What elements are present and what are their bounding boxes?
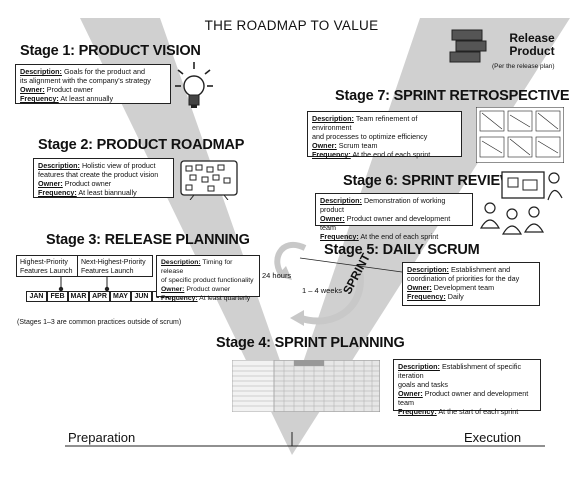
stage2-box: Description: Holistic view of product fe… [33, 158, 174, 198]
scrum-note: (Stages 1–3 are common practices outside… [17, 319, 182, 326]
stage6-freq: At the end of each sprint [360, 232, 439, 241]
stage5-desc-line2: coordination of priorities for the day [407, 274, 520, 283]
stage5-freq: Daily [447, 292, 464, 301]
stage1-owner: Product owner [46, 85, 94, 94]
stage4-heading: Stage 4: SPRINT PLANNING [216, 335, 405, 351]
stage4-owner: Product owner and development team [398, 389, 529, 407]
release-title-line2: Product [509, 44, 555, 58]
stage2-freq: At least biannually [78, 188, 137, 197]
stage7-heading: Stage 7: SPRINT RETROSPECTIVE [335, 88, 570, 104]
stage3-heading: Stage 3: RELEASE PLANNING [46, 232, 250, 248]
stage1-freq: At least annually [60, 94, 114, 103]
stage3-freq-label: Frequency: [161, 295, 198, 302]
stage7-freq: At the end of each sprint [352, 150, 431, 159]
stage4-owner-label: Owner: [398, 389, 423, 398]
stage7-freq-label: Frequency: [312, 150, 351, 159]
release-product-title: Release Product [500, 32, 564, 58]
stage2-freq-label: Frequency: [38, 188, 77, 197]
stage7-desc-line2: and processes to optimize efficiency [312, 132, 428, 141]
feature2-box: Next-Highest-Priority Features Launch [77, 255, 153, 277]
stage3-desc-line2: of specific product functionality [161, 277, 254, 284]
stage2-desc-line1: Holistic view of product [81, 161, 156, 170]
month-jun: JUN [131, 291, 152, 302]
stage5-owner: Development team [433, 283, 495, 292]
stage7-desc-line1: Team refinement of environment [312, 114, 418, 132]
feature2-line1: Next-Highest-Priority [81, 259, 146, 266]
stage1-freq-label: Frequency: [20, 94, 59, 103]
stage4-desc-line1: Establishment of specific iteration [398, 362, 522, 380]
stage5-desc-line1: Establishment and [450, 265, 511, 274]
stage6-desc-label: Description: [320, 196, 362, 205]
stage1-desc-line2: its alignment with the company's strateg… [20, 76, 151, 85]
month-apr: APR [89, 291, 110, 302]
stage3-desc-label: Description: [161, 259, 201, 266]
burndown-charts-icon [476, 107, 564, 163]
stage3-owner: Product owner [186, 286, 231, 293]
release-markers [58, 277, 110, 292]
stage5-owner-label: Owner: [407, 283, 432, 292]
stage4-freq: At the start of each sprint [438, 407, 519, 416]
stage4-box: Description: Establishment of specific i… [393, 359, 541, 416]
stage3-desc-line1: Timing for release [161, 259, 233, 275]
stage7-owner-label: Owner: [312, 141, 337, 150]
stage6-owner-label: Owner: [320, 214, 345, 223]
month-may: MAY [110, 291, 131, 302]
stage6-box: Description: Demonstration of working pr… [315, 193, 473, 241]
stage2-owner: Product owner [64, 179, 112, 188]
stage6-freq-label: Frequency: [320, 232, 359, 241]
month-jan: JAN [26, 291, 47, 302]
release-title-line1: Release [509, 31, 555, 45]
stage6-desc-line1: Demonstration of working product [320, 196, 446, 214]
feature1-box: Highest-Priority Features Launch [16, 255, 89, 277]
stage3-owner-label: Owner: [161, 286, 185, 293]
stage1-box: Description: Goals for the product and i… [15, 64, 171, 104]
feature1-line2: Features Launch [20, 268, 73, 275]
feature1-line1: Highest-Priority [20, 259, 68, 266]
stage6-owner: Product owner and development team [320, 214, 451, 232]
lightbulb-icon [175, 62, 213, 108]
release-product-icon [449, 29, 487, 63]
stage2-owner-label: Owner: [38, 179, 63, 188]
stage4-freq-label: Frequency: [398, 407, 437, 416]
axis-preparation: Preparation [68, 430, 136, 445]
stage4-desc-label: Description: [398, 362, 440, 371]
axis-execution: Execution [464, 430, 522, 445]
presentation-team-icon [479, 171, 563, 235]
stage3-freq: At least quarterly [199, 295, 251, 302]
stage1-heading: Stage 1: PRODUCT VISION [20, 43, 201, 59]
stage7-box: Description: Team refinement of environm… [307, 111, 462, 159]
release-note: (Per the release plan) [492, 63, 555, 70]
stage2-desc-line2: features that create the product vision [38, 170, 159, 179]
roadmap-board-icon [180, 160, 238, 200]
stage6-heading: Stage 6: SPRINT REVIEW [343, 173, 514, 189]
stage5-desc-label: Description: [407, 265, 449, 274]
stage5-heading: Stage 5: DAILY SCRUM [324, 242, 480, 258]
diagram-title: THE ROADMAP TO VALUE [204, 18, 379, 33]
stage3-box: Description: Timing for release of speci… [156, 255, 260, 302]
sprint-backlog-grid [232, 360, 380, 412]
stage5-box: Description: Establishment and coordinat… [402, 262, 540, 306]
stage2-heading: Stage 2: PRODUCT ROADMAP [38, 137, 245, 153]
stage1-owner-label: Owner: [20, 85, 45, 94]
stage5-freq-label: Frequency: [407, 292, 446, 301]
cycle-hours: 24 hours [262, 271, 292, 280]
stage1-desc-line1: Goals for the product and [63, 67, 146, 76]
month-feb: FEB [47, 291, 68, 302]
stage7-owner: Scrum team [338, 141, 378, 150]
stage4-desc-line2: goals and tasks [398, 380, 448, 389]
stage2-desc-label: Description: [38, 161, 80, 170]
stage7-desc-label: Description: [312, 114, 354, 123]
stage1-desc-label: Description: [20, 67, 62, 76]
feature2-line2: Features Launch [81, 268, 134, 275]
month-mar: MAR [68, 291, 89, 302]
cycle-weeks: 1 – 4 weeks [302, 286, 343, 295]
